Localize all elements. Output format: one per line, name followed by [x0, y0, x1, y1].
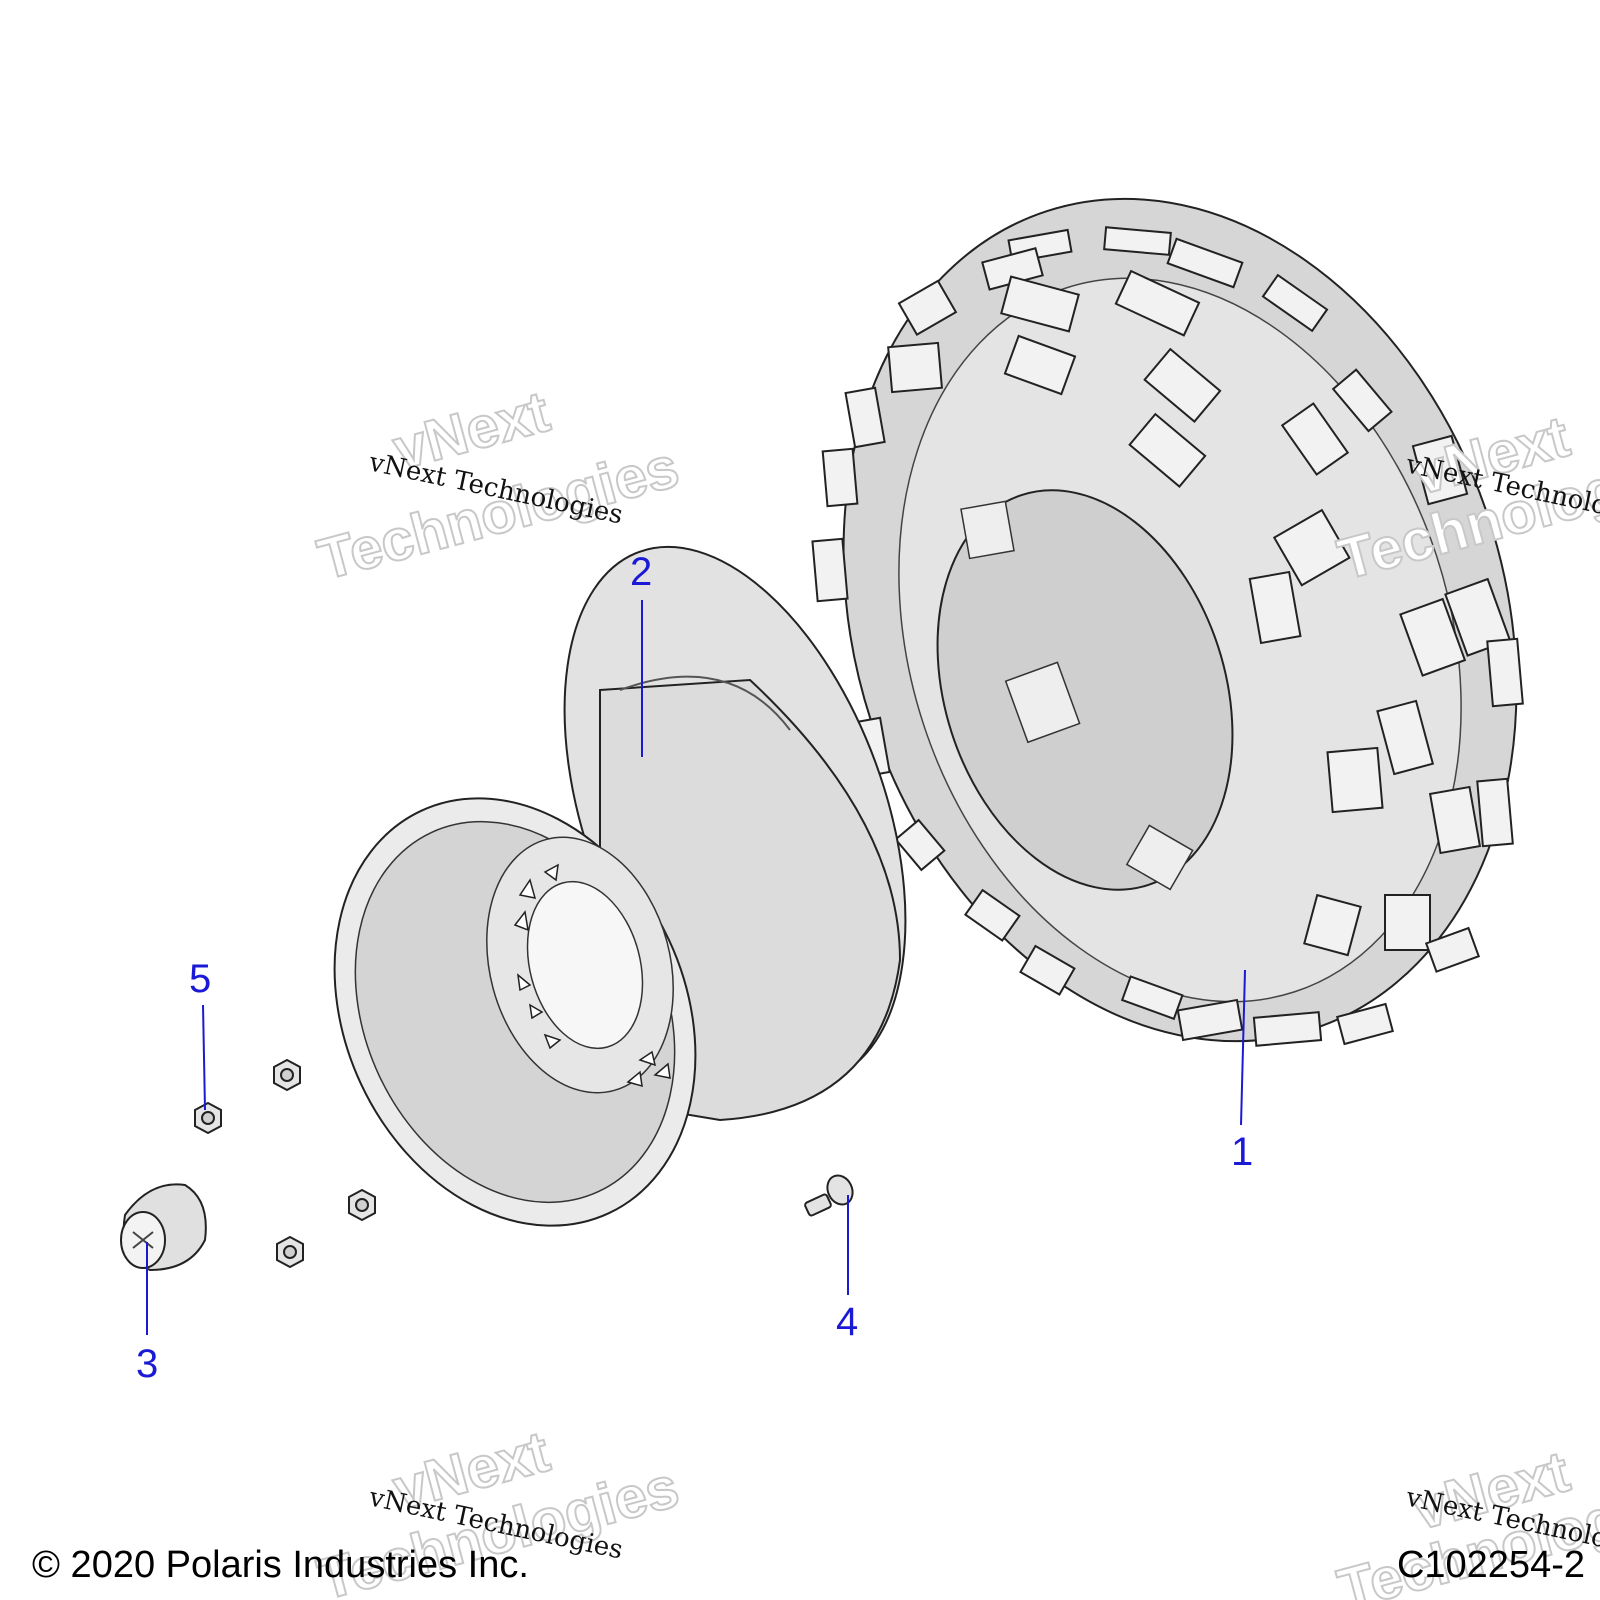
wheel-drawing — [333, 545, 907, 1227]
copyright-text: © 2020 Polaris Industries Inc. — [32, 1544, 529, 1586]
valve-stem-drawing — [804, 1174, 854, 1217]
leader-line-1 — [1240, 969, 1246, 1126]
leader-line-5 — [202, 1004, 206, 1111]
tire-drawing — [811, 197, 1524, 1047]
center-cap-drawing — [120, 1183, 207, 1272]
callout-5: 5 — [189, 957, 211, 1001]
callout-4: 4 — [836, 1300, 858, 1344]
figure-id: C102254-2 — [1397, 1544, 1585, 1586]
callout-1: 1 — [1231, 1130, 1253, 1174]
callout-3: 3 — [136, 1342, 158, 1386]
lug-nuts-drawing — [194, 1058, 376, 1269]
callout-2: 2 — [630, 550, 652, 594]
